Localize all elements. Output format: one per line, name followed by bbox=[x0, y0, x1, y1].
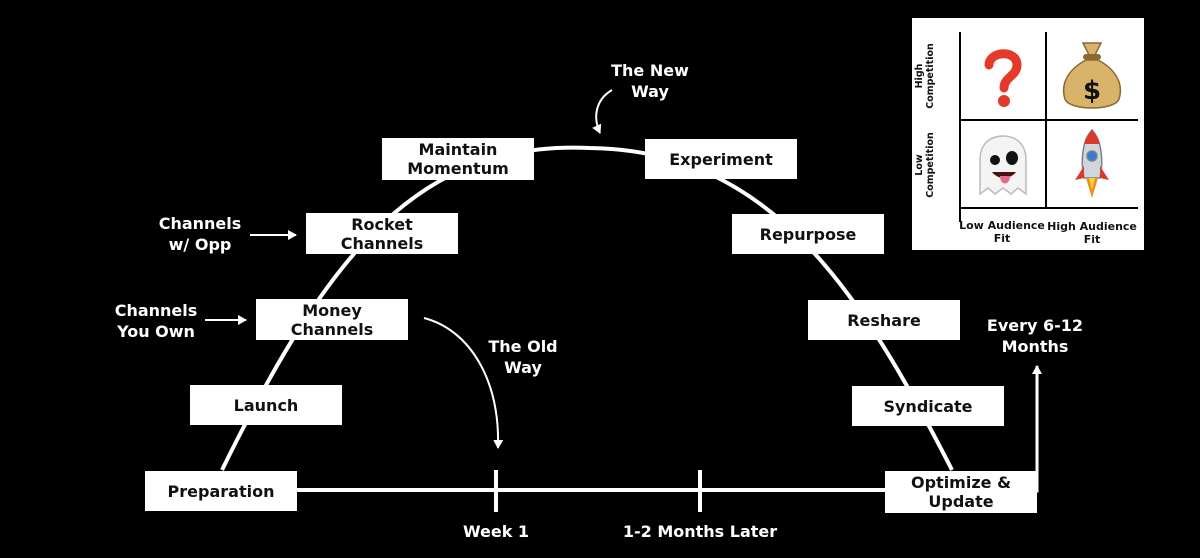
svg-text:$: $ bbox=[1083, 76, 1101, 106]
rocket-icon bbox=[1050, 124, 1134, 206]
money-bag-icon: $ bbox=[1050, 34, 1134, 118]
box-repurpose: Repurpose bbox=[732, 214, 884, 254]
arrow-new-way bbox=[592, 89, 613, 134]
box-launch: Launch bbox=[190, 385, 342, 425]
label-channels-opp: Channels w/ Opp bbox=[158, 214, 242, 254]
matrix-axes bbox=[959, 32, 1138, 222]
label-every-6-12-months: Every 6-12 Months bbox=[986, 316, 1084, 356]
timeline-label-months: 1-2 Months Later bbox=[622, 522, 778, 541]
box-reshare: Reshare bbox=[808, 300, 960, 340]
box-optimize-update: Optimize & Update bbox=[885, 471, 1037, 513]
matrix-label-high-competition: High Competition bbox=[914, 43, 936, 109]
arrow-old-way bbox=[423, 317, 504, 449]
label-channels-own: Channels You Own bbox=[114, 301, 198, 341]
timeline-label-week1: Week 1 bbox=[462, 522, 530, 541]
label-old-way: The Old Way bbox=[488, 337, 558, 377]
box-money-channels: Money Channels bbox=[256, 299, 408, 340]
label-new-way: The New Way bbox=[611, 61, 689, 101]
matrix-label-high-audience: High Audience Fit bbox=[1047, 220, 1137, 246]
box-experiment: Experiment bbox=[645, 139, 797, 179]
box-rocket-channels: Rocket Channels bbox=[306, 213, 458, 254]
competition-matrix: High Competition Low Competition Low Aud… bbox=[912, 18, 1144, 250]
matrix-label-low-audience: Low Audience Fit bbox=[959, 219, 1045, 245]
ghost-icon bbox=[964, 124, 1042, 206]
box-syndicate: Syndicate bbox=[852, 386, 1004, 426]
box-maintain-momentum: Maintain Momentum bbox=[382, 138, 534, 180]
question-mark-icon bbox=[964, 36, 1042, 116]
matrix-label-low-competition: Low Competition bbox=[914, 132, 936, 198]
box-preparation: Preparation bbox=[145, 471, 297, 511]
